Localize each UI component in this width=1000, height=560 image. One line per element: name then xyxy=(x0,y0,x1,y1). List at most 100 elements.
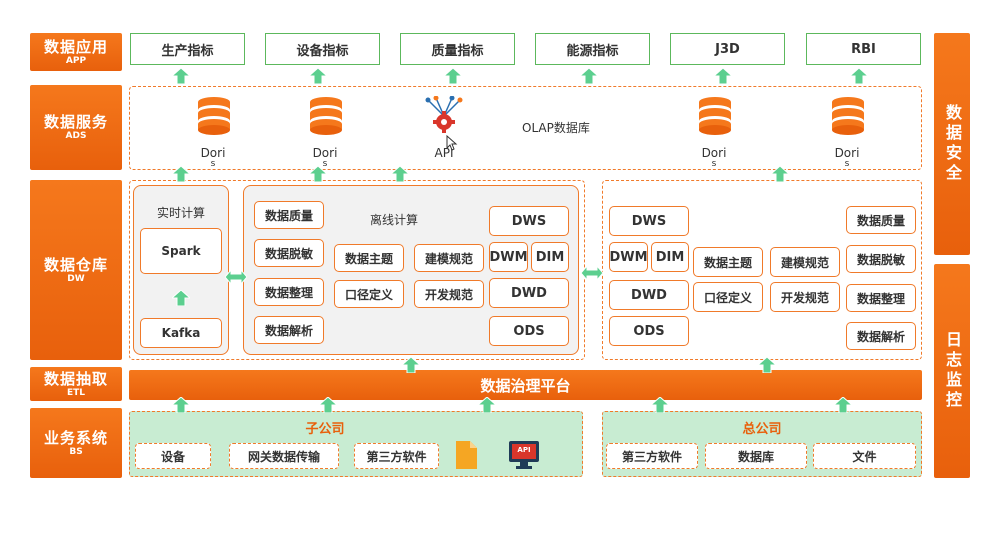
api-monitor-label: API xyxy=(517,446,531,454)
api-label: API xyxy=(434,146,454,160)
layer-bs: 业务系统 BS xyxy=(30,408,122,478)
doris-label-1: Dori s xyxy=(190,146,236,169)
hq-gov-organize: 数据整理 xyxy=(846,284,916,312)
side-monitor: 日志监控 xyxy=(934,264,970,478)
up-arrow-icon xyxy=(444,68,462,84)
doris-label-4-a: Dori xyxy=(834,146,860,160)
offline-gov-desensitize: 数据脱敏 xyxy=(254,239,324,267)
hq-dwm: DWM xyxy=(609,242,648,272)
doris-db-icon xyxy=(699,97,731,135)
layer-app-en: APP xyxy=(65,55,87,66)
app-box-rbi: RBI xyxy=(806,33,921,65)
sub-item-thirdparty: 第三方软件 xyxy=(354,443,439,469)
hq-mid-caliber: 口径定义 xyxy=(693,282,763,312)
layer-etl-cn: 数据抽取 xyxy=(43,369,108,388)
up-arrow-icon xyxy=(319,397,337,413)
hq-item-database: 数据库 xyxy=(705,443,807,469)
up-arrow-icon xyxy=(172,68,190,84)
up-arrow-icon xyxy=(309,166,327,182)
layer-etl-en: ETL xyxy=(66,387,86,398)
doris-db-icon xyxy=(198,97,230,135)
up-arrow-icon xyxy=(402,357,420,373)
realtime-title: 实时计算 xyxy=(156,206,205,220)
offline-mid-devspec: 开发规范 xyxy=(414,280,484,308)
hq-dwd: DWD xyxy=(609,280,689,310)
layer-dw-cn: 数据仓库 xyxy=(43,255,108,274)
layer-dw: 数据仓库 DW xyxy=(30,180,122,360)
hq-company-title: 总公司 xyxy=(742,422,782,437)
api-monitor-icon xyxy=(509,441,539,469)
offline-mid-modeling: 建模规范 xyxy=(414,244,484,272)
offline-mid-caliber: 口径定义 xyxy=(334,280,404,308)
app-box-energy: 能源指标 xyxy=(535,33,650,65)
hq-dim: DIM xyxy=(651,242,689,272)
up-arrow-icon xyxy=(580,68,598,84)
layer-app-cn: 数据应用 xyxy=(43,37,108,56)
api-gear-icon xyxy=(425,96,463,133)
doris-label-4-b: s xyxy=(844,159,850,169)
bidirectional-arrow-icon xyxy=(225,269,247,285)
hq-gov-quality: 数据质量 xyxy=(846,206,916,234)
layer-app: 数据应用 APP xyxy=(30,33,122,71)
app-box-j3d: J3D xyxy=(670,33,785,65)
doris-db-icon xyxy=(832,97,864,135)
up-arrow-icon xyxy=(758,357,776,373)
up-arrow-icon xyxy=(172,166,190,182)
layer-bs-en: BS xyxy=(69,446,83,457)
doris-label-2: Dori s xyxy=(302,146,348,169)
kafka-box: Kafka xyxy=(140,318,222,348)
doris-label-3: Dori s xyxy=(691,146,737,169)
up-arrow-icon xyxy=(172,397,190,413)
offline-mid-topic: 数据主题 xyxy=(334,244,404,272)
offline-dim: DIM xyxy=(531,242,569,272)
doris-label-1-a: Dori xyxy=(200,146,226,160)
hq-mid-devspec: 开发规范 xyxy=(770,282,840,312)
olap-label: OLAP数据库 xyxy=(522,121,590,135)
doris-label-2-b: s xyxy=(322,159,328,169)
up-arrow-icon xyxy=(834,397,852,413)
file-icon xyxy=(456,441,477,469)
up-arrow-icon xyxy=(771,166,789,182)
doris-label-2-a: Dori xyxy=(312,146,338,160)
layer-ads-cn: 数据服务 xyxy=(43,113,108,131)
app-box-production: 生产指标 xyxy=(130,33,245,65)
app-box-equipment: 设备指标 xyxy=(265,33,380,65)
hq-gov-desensitize: 数据脱敏 xyxy=(846,245,916,273)
offline-dws: DWS xyxy=(489,206,569,236)
sub-company-title: 子公司 xyxy=(305,422,345,437)
ads-area xyxy=(129,86,922,170)
hq-mid-modeling: 建模规范 xyxy=(770,247,840,277)
hq-ods: ODS xyxy=(609,316,689,346)
doris-label-3-b: s xyxy=(711,159,717,169)
up-arrow-icon xyxy=(651,397,669,413)
sub-item-equipment: 设备 xyxy=(135,443,211,469)
offline-gov-parse: 数据解析 xyxy=(254,316,324,344)
offline-gov-organize: 数据整理 xyxy=(254,278,324,306)
offline-ods: ODS xyxy=(489,316,569,346)
layer-dw-en: DW xyxy=(67,273,85,284)
offline-dwm: DWM xyxy=(489,242,528,272)
offline-dwd: DWD xyxy=(489,278,569,308)
offline-gov-quality: 数据质量 xyxy=(254,201,324,229)
layer-ads-en: ADS xyxy=(65,131,87,141)
up-arrow-icon xyxy=(478,397,496,413)
up-arrow-icon xyxy=(391,166,409,182)
doris-label-4: Dori s xyxy=(824,146,870,169)
up-arrow-icon xyxy=(850,68,868,84)
hq-item-file: 文件 xyxy=(813,443,916,469)
hq-gov-parse: 数据解析 xyxy=(846,322,916,350)
cursor-icon xyxy=(446,135,458,151)
hq-mid-topic: 数据主题 xyxy=(693,247,763,277)
side-security-label: 数据安全 xyxy=(943,104,962,184)
offline-title: 离线计算 xyxy=(370,213,419,227)
doris-db-icon xyxy=(310,97,342,135)
spark-box: Spark xyxy=(140,228,222,274)
bidirectional-arrow-icon xyxy=(581,265,603,281)
hq-dws: DWS xyxy=(609,206,689,236)
doris-label-3-a: Dori xyxy=(701,146,727,160)
up-arrow-icon xyxy=(714,68,732,84)
doris-label-1-b: s xyxy=(210,159,216,169)
up-arrow-icon xyxy=(309,68,327,84)
governance-platform-bar: 数据治理平台 xyxy=(129,370,922,400)
hq-item-thirdparty: 第三方软件 xyxy=(606,443,698,469)
